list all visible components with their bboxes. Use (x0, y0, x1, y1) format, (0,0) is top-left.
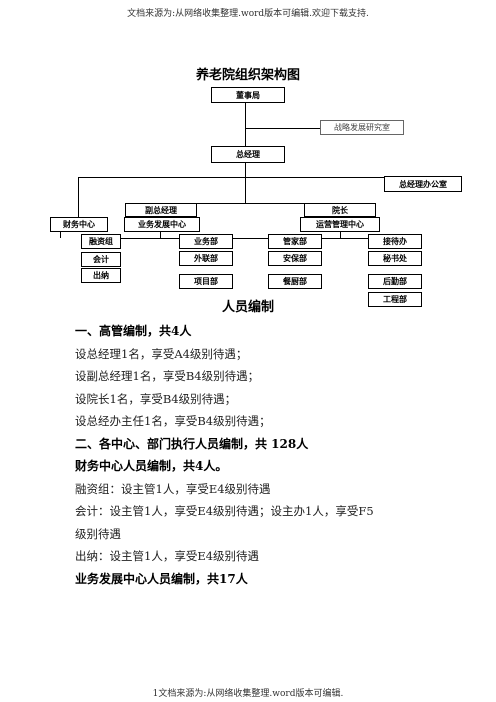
paragraph-line: 级别待遇 (75, 526, 121, 541)
dean-box: 院长 (304, 203, 376, 217)
section-heading: 二、各中心、部门执行人员编制，共 128人 (75, 436, 309, 451)
housekeeping-box: 管家部 (268, 234, 322, 249)
liaison-box: 外联部 (179, 251, 233, 266)
org-chart: 董事局 战略发展研究室 总经理 总经理办公室 副总经理 院长 财务中心 业务发展… (0, 0, 496, 320)
finance-center-box: 财务中心 (50, 217, 108, 232)
connector (245, 128, 320, 129)
connector (101, 238, 407, 239)
page-title: 养老院组织架构图 (195, 68, 300, 83)
paragraph-line: 设副总经理1名，享受B4级别待遇； (75, 369, 260, 383)
cashier-box: 出纳 (81, 268, 121, 283)
deputy-gm-box: 副总经理 (125, 203, 197, 217)
connector (78, 177, 384, 178)
paragraph-line: 设总经理1名，享受A4级别待遇； (75, 346, 248, 361)
gm-box: 总经理 (211, 146, 285, 163)
connector (245, 103, 246, 147)
section-heading: 财务中心人员编制，共4人。 (75, 459, 228, 473)
paragraph-line: 会计：设主管1人，享受E4级别待遇；设主办1人，享受F5 (75, 504, 374, 518)
ops-center-box: 运营管理中心 (300, 217, 380, 232)
logistics-box: 后勤部 (368, 274, 422, 289)
reception-box: 接待办 (368, 234, 422, 249)
header-note: 文档来源为:从网络收集整理.word版本可编辑.欢迎下载支持. (127, 9, 369, 19)
connector (78, 177, 79, 217)
paragraph-line: 设院长1名，享受B4级别待遇； (75, 391, 237, 406)
paragraph-line: 设总经办主任1名，享受B4级别待遇； (75, 414, 271, 428)
strategy-box: 战略发展研究室 (320, 120, 404, 135)
accounting-box: 会计 (81, 252, 121, 267)
secretary-box: 秘书处 (368, 251, 422, 266)
section-subtitle: 人员编制 (221, 300, 274, 315)
connector (245, 163, 246, 203)
staffing-text: 一、高管编制，共4人设总经理1名，享受A4级别待遇； 设副总经理1名，享受B4级别… (75, 320, 445, 590)
engineering-box: 工程部 (368, 292, 422, 307)
security-box: 安保部 (268, 251, 322, 266)
gm-office-box: 总经理办公室 (384, 176, 462, 192)
connector (60, 232, 61, 238)
connector (340, 232, 341, 238)
board-box: 董事局 (211, 87, 285, 103)
connector (160, 203, 340, 204)
biz-center-box: 业务发展中心 (124, 217, 200, 232)
footer-note: 1文档来源为:从网络收集整理.word版本可编辑. (152, 689, 344, 699)
paragraph-line: 出纳：设主管1人，享受E4级别待遇 (75, 549, 260, 563)
section-heading: 一、高管编制，共4人 (75, 324, 192, 338)
financing-box: 融资组 (81, 234, 121, 249)
catering-box: 餐厨部 (268, 274, 322, 289)
project-box: 项目部 (179, 274, 233, 289)
business-box: 业务部 (179, 234, 233, 249)
paragraph-line: 融资组：设主管1人，享受E4级别待遇 (75, 481, 271, 496)
section-heading: 业务发展中心人员编制，共17人 (75, 571, 248, 586)
connector (160, 232, 161, 238)
